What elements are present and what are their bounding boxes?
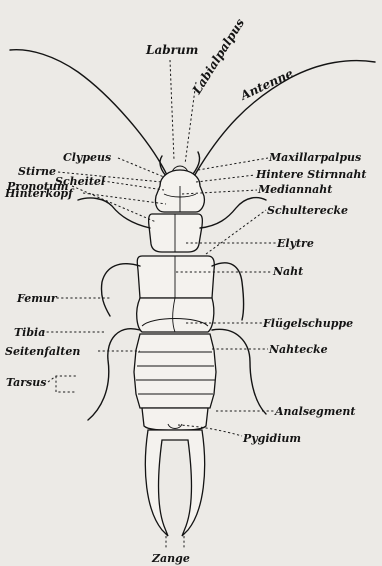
wing-scales [137, 298, 214, 332]
label-zange: Zange [151, 552, 190, 565]
leader-schulterecke [206, 210, 266, 254]
label-pronotum: Pronotum [6, 180, 68, 193]
elytra [137, 256, 214, 298]
leader-pronotum [72, 186, 156, 222]
label-mediannaht: Mediannaht [257, 183, 332, 196]
left-front-leg [78, 198, 150, 228]
left-mid-leg [101, 264, 140, 316]
label-naht: Naht [272, 265, 303, 278]
label-elytre: Elytre [276, 237, 314, 250]
label-tarsus: Tarsus [6, 376, 46, 389]
label-stirne: Stirne [18, 165, 56, 178]
label-clypeus: Clypeus [63, 151, 111, 164]
label-fluegelschuppe: Flügelschuppe [262, 317, 353, 330]
leader-labrum [170, 60, 174, 160]
leader-labialpalpus [185, 82, 196, 164]
label-nahtecke: Nahtecke [268, 343, 328, 356]
right-hind-leg [212, 329, 266, 414]
label-seitenfalten: Seitenfalten [5, 345, 80, 358]
label-antenne: Antenne [237, 66, 295, 103]
label-labrum: Labrum [145, 43, 198, 57]
label-femur: Femur [16, 292, 58, 305]
earwig-illustration [10, 50, 375, 536]
label-analsegment: Analsegment [274, 405, 355, 418]
right-mid-leg [212, 263, 244, 320]
abdomen [134, 334, 216, 408]
label-schulterecke: Schulterecke [267, 204, 348, 217]
label-hintere-stirnnaht: Hintere Stirnnaht [255, 168, 366, 181]
leader-tarsus [48, 376, 78, 392]
label-tibia: Tibia [14, 326, 45, 339]
leader-scheitel [103, 181, 164, 190]
leader-hintere-stirnnaht [196, 175, 255, 182]
label-pygidium: Pygidium [242, 432, 301, 445]
right-front-leg [200, 198, 266, 228]
pronotum-shape [149, 214, 203, 252]
leader-zange [166, 536, 184, 548]
label-maxillarpalpus: Maxillarpalpus [268, 151, 361, 164]
left-hind-leg [88, 329, 140, 420]
leader-clypeus [118, 158, 164, 177]
forceps [145, 430, 204, 536]
